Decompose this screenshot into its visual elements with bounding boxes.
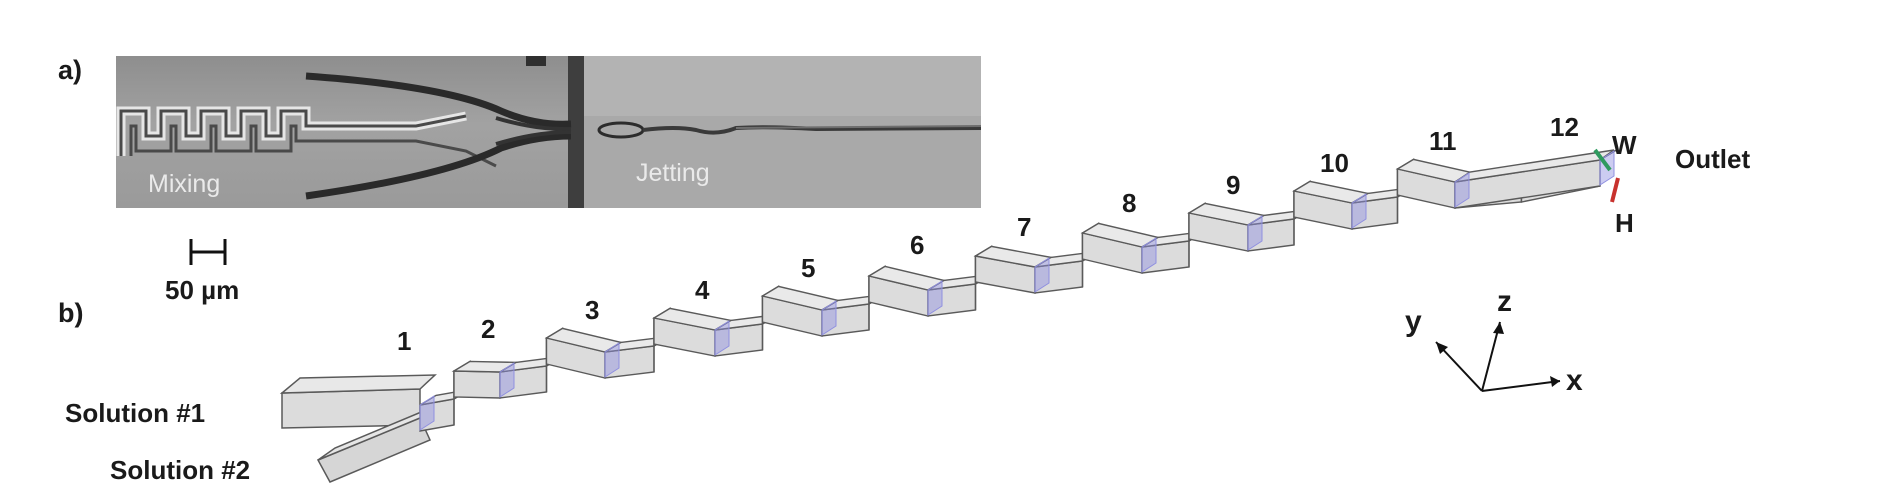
- jetting-label: Jetting: [636, 159, 710, 187]
- segment-number: 7: [1017, 212, 1032, 242]
- cross-section-marker: [1141, 237, 1157, 273]
- cross-section-marker: [604, 342, 620, 378]
- segment-number: 10: [1320, 148, 1349, 178]
- inlet-branch-1-top: [279, 374, 437, 394]
- height-label: H: [1615, 208, 1634, 238]
- segment-number: 12: [1550, 112, 1579, 142]
- segment-number: 5: [801, 253, 816, 283]
- segment-number: 3: [585, 295, 600, 325]
- cross-section-marker: [714, 320, 730, 356]
- segment-number: 4: [695, 275, 710, 305]
- inlet-label-1: Solution #1: [65, 398, 206, 428]
- inlet-label-2: Solution #2: [110, 455, 251, 485]
- axis-x-label: x: [1566, 364, 1583, 397]
- cross-section-marker: [927, 280, 943, 316]
- axis-y-label: y: [1405, 305, 1422, 338]
- panel-a-label: a): [58, 55, 83, 85]
- scale-bar-label: 50 µm: [165, 275, 240, 305]
- mixing-label: Mixing: [148, 170, 221, 198]
- axes-indicator: [1435, 321, 1561, 392]
- height-marker: [1610, 177, 1620, 203]
- segment-number: 11: [1429, 126, 1457, 156]
- axis-z-label: z: [1497, 285, 1512, 318]
- panel-b-label: b): [58, 298, 84, 328]
- cross-section-marker: [419, 395, 435, 431]
- cross-section-marker: [1454, 172, 1470, 208]
- width-label: W: [1612, 130, 1637, 160]
- cross-section-marker: [1034, 257, 1050, 293]
- cross-section-marker: [1351, 193, 1367, 229]
- width-marker: [1593, 148, 1612, 172]
- outlet-label: Outlet: [1675, 144, 1751, 174]
- micrograph-image: Mixing Jetting: [116, 56, 981, 208]
- scale-bar: [189, 239, 227, 265]
- segment-number: 8: [1122, 188, 1137, 218]
- cross-section-marker: [499, 362, 515, 398]
- segment-number: 9: [1226, 170, 1241, 200]
- segment-number: 1: [397, 326, 412, 356]
- channel-segment-side: [453, 370, 501, 399]
- segment-number: 2: [481, 314, 496, 344]
- cross-section-marker: [821, 300, 837, 336]
- segment-number: 6: [910, 230, 925, 260]
- cross-section-marker: [1247, 215, 1263, 251]
